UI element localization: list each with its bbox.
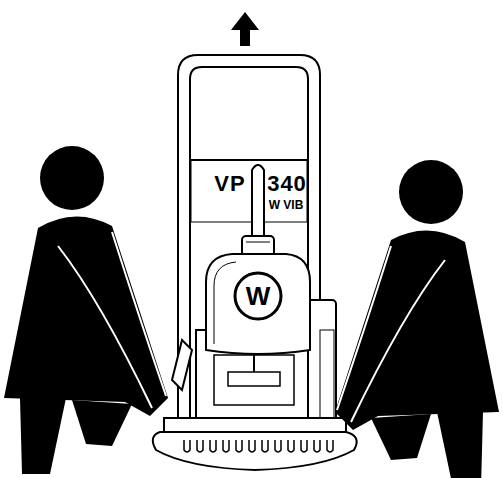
person-right — [335, 160, 499, 478]
lift-arrow — [231, 12, 259, 46]
model-subtext: W VIB — [269, 199, 304, 211]
plate-rib — [223, 440, 229, 452]
plate-rib — [275, 440, 281, 452]
logo-letter: W — [246, 283, 271, 309]
plate-rib — [301, 440, 307, 452]
person-left — [4, 146, 168, 474]
label-panel — [191, 160, 307, 222]
plate-rib — [197, 440, 203, 452]
base-plate — [153, 418, 357, 470]
fuel-tank — [206, 254, 310, 354]
plate-rib — [184, 440, 190, 452]
plate-rib — [210, 440, 216, 452]
plate-rib — [249, 440, 255, 452]
plate-rib — [262, 440, 268, 452]
model-text: VP — [214, 173, 245, 195]
plate-rib — [327, 440, 333, 452]
plate-rib — [314, 440, 320, 452]
plate-rib — [236, 440, 242, 452]
model-text: 340 — [267, 173, 307, 195]
plate-rib — [288, 440, 294, 452]
